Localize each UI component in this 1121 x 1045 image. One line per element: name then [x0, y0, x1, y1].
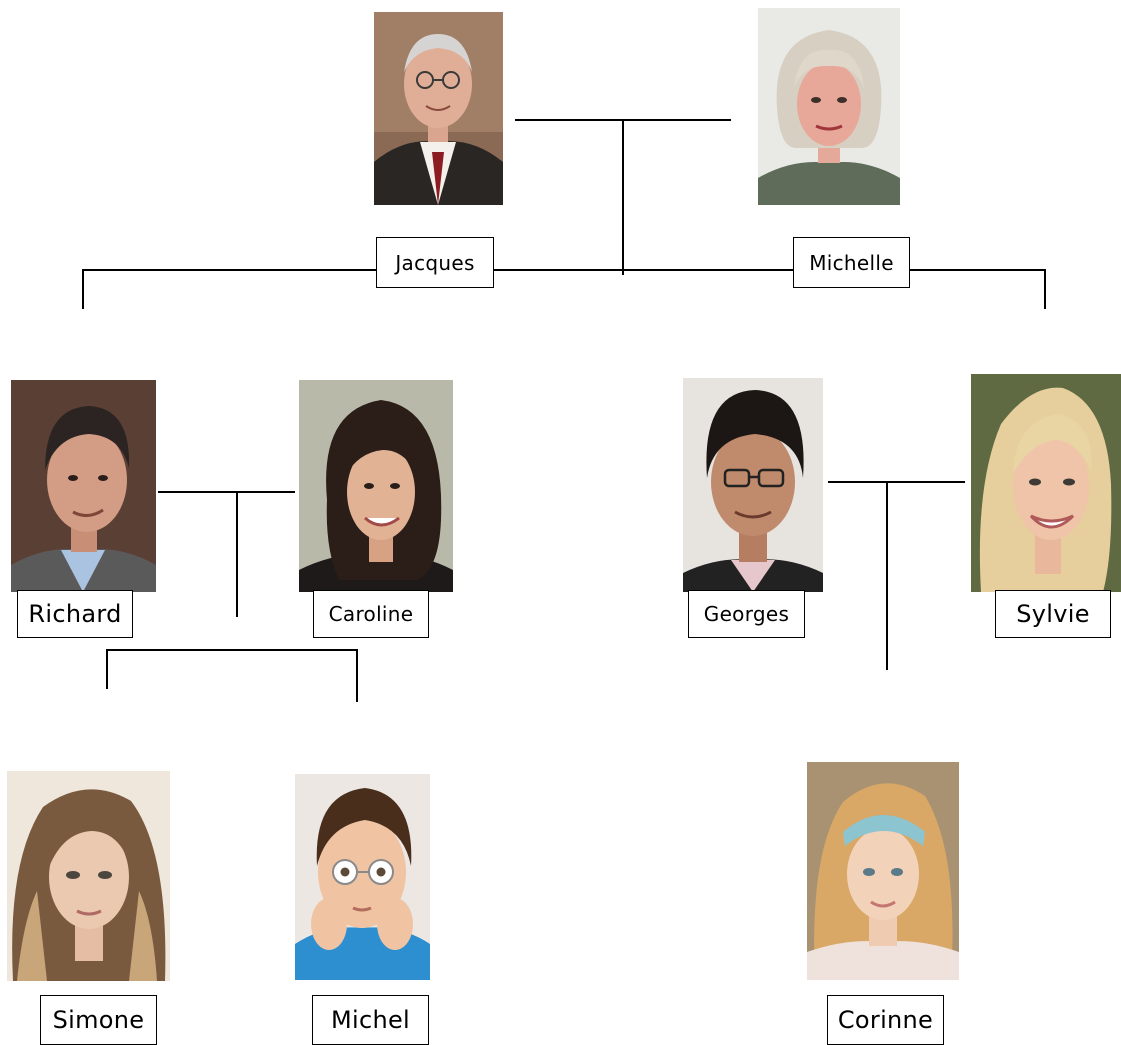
name-label-richard: Richard [17, 590, 133, 638]
name-label-jacques: Jacques [376, 237, 494, 288]
right-descent-line [886, 481, 888, 670]
left-couple-line [158, 491, 295, 493]
caroline-photo [299, 380, 453, 592]
grandparents-children-bar [82, 269, 1046, 271]
left-children-bar [106, 649, 358, 651]
name-label-michelle: Michelle [793, 237, 910, 288]
name-label-simone: Simone [40, 995, 157, 1045]
drop-to-sylvie-line [1044, 269, 1046, 309]
name-label-caroline: Caroline [313, 590, 429, 638]
right-couple-line [828, 481, 965, 483]
grandmother-photo [758, 8, 900, 205]
name-label-michel: Michel [312, 995, 429, 1045]
drop-to-simone-line [106, 649, 108, 689]
grandfather-photo [374, 12, 503, 205]
grandparents-descent-line [622, 119, 624, 275]
corinne-photo [807, 762, 959, 980]
georges-photo [683, 378, 823, 592]
drop-to-richard-line [82, 269, 84, 309]
simone-photo [7, 771, 170, 981]
left-descent-line [236, 491, 238, 617]
name-label-georges: Georges [688, 590, 805, 638]
drop-to-michel-line [356, 649, 358, 702]
michel-photo [295, 774, 430, 980]
name-label-sylvie: Sylvie [995, 590, 1111, 638]
richard-photo [11, 380, 156, 592]
name-label-corinne: Corinne [827, 995, 944, 1045]
sylvie-photo [971, 374, 1121, 592]
